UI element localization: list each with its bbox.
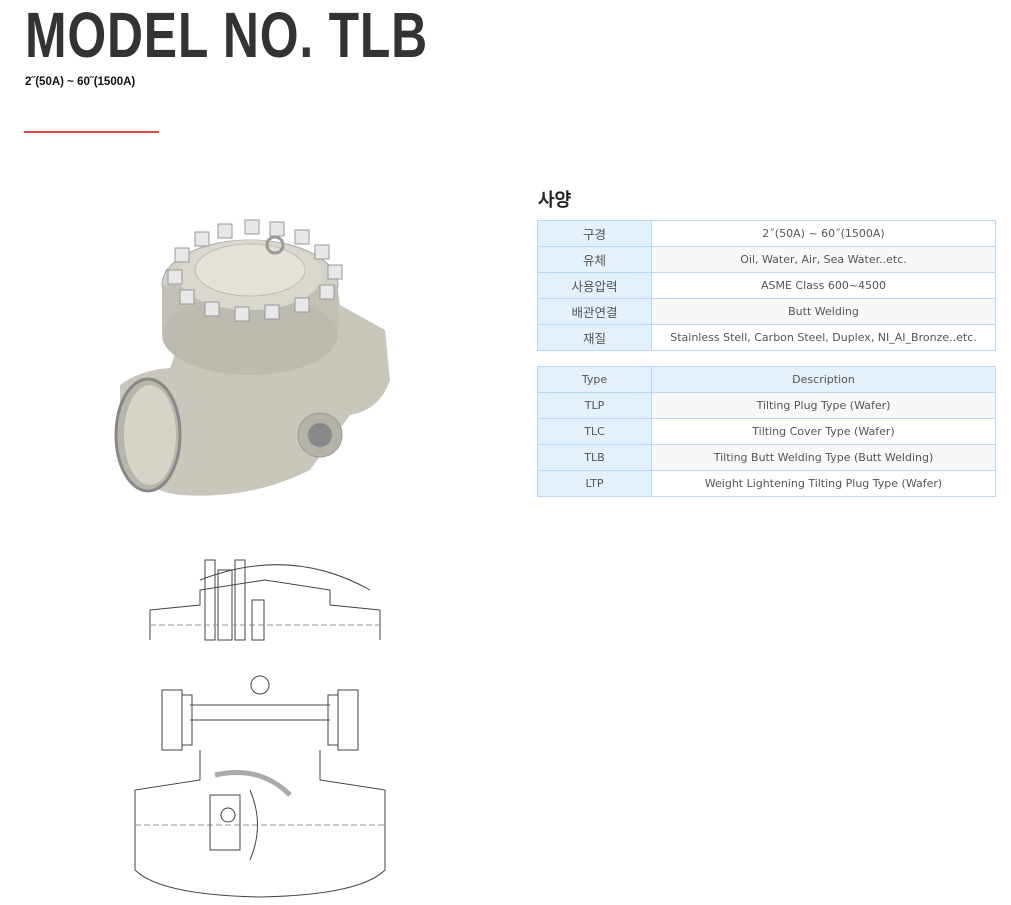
column-header-description: Description <box>651 366 996 393</box>
spec-value: Stainless Stell, Carbon Steel, Duplex, N… <box>651 324 996 351</box>
type-code: LTP <box>537 470 652 497</box>
valve-elevation-drawing <box>134 675 386 898</box>
type-description: Tilting Plug Type (Wafer) <box>651 392 996 419</box>
accent-divider <box>24 131 159 133</box>
spec-value: Oil, Water, Air, Sea Water..etc. <box>651 246 996 273</box>
valve-section-drawing <box>149 559 381 641</box>
size-range: 2˝(50A) ~ 60˝(1500A) <box>25 76 136 88</box>
type-description: Tilting Butt Welding Type (Butt Welding) <box>651 444 996 471</box>
spec-key: 유체 <box>537 246 652 273</box>
column-header-type: Type <box>537 366 652 393</box>
spec-key: 재질 <box>537 324 652 351</box>
spec-key: 배관연결 <box>537 298 652 325</box>
type-code: TLP <box>537 392 652 419</box>
type-description: Weight Lightening Tilting Plug Type (Waf… <box>651 470 996 497</box>
spec-key: 구경 <box>537 220 652 247</box>
type-code: TLB <box>537 444 652 471</box>
spec-heading: 사양 <box>538 190 572 211</box>
spec-value: 2˝(50A) ~ 60˝(1500A) <box>651 220 996 247</box>
type-description: Tilting Cover Type (Wafer) <box>651 418 996 445</box>
page-title: MODEL NO. TLB <box>25 0 429 71</box>
spec-value: Butt Welding <box>651 298 996 325</box>
spec-value: ASME Class 600~4500 <box>651 272 996 299</box>
type-code: TLC <box>537 418 652 445</box>
spec-key: 사용압력 <box>537 272 652 299</box>
valve-3d-image <box>114 219 390 496</box>
